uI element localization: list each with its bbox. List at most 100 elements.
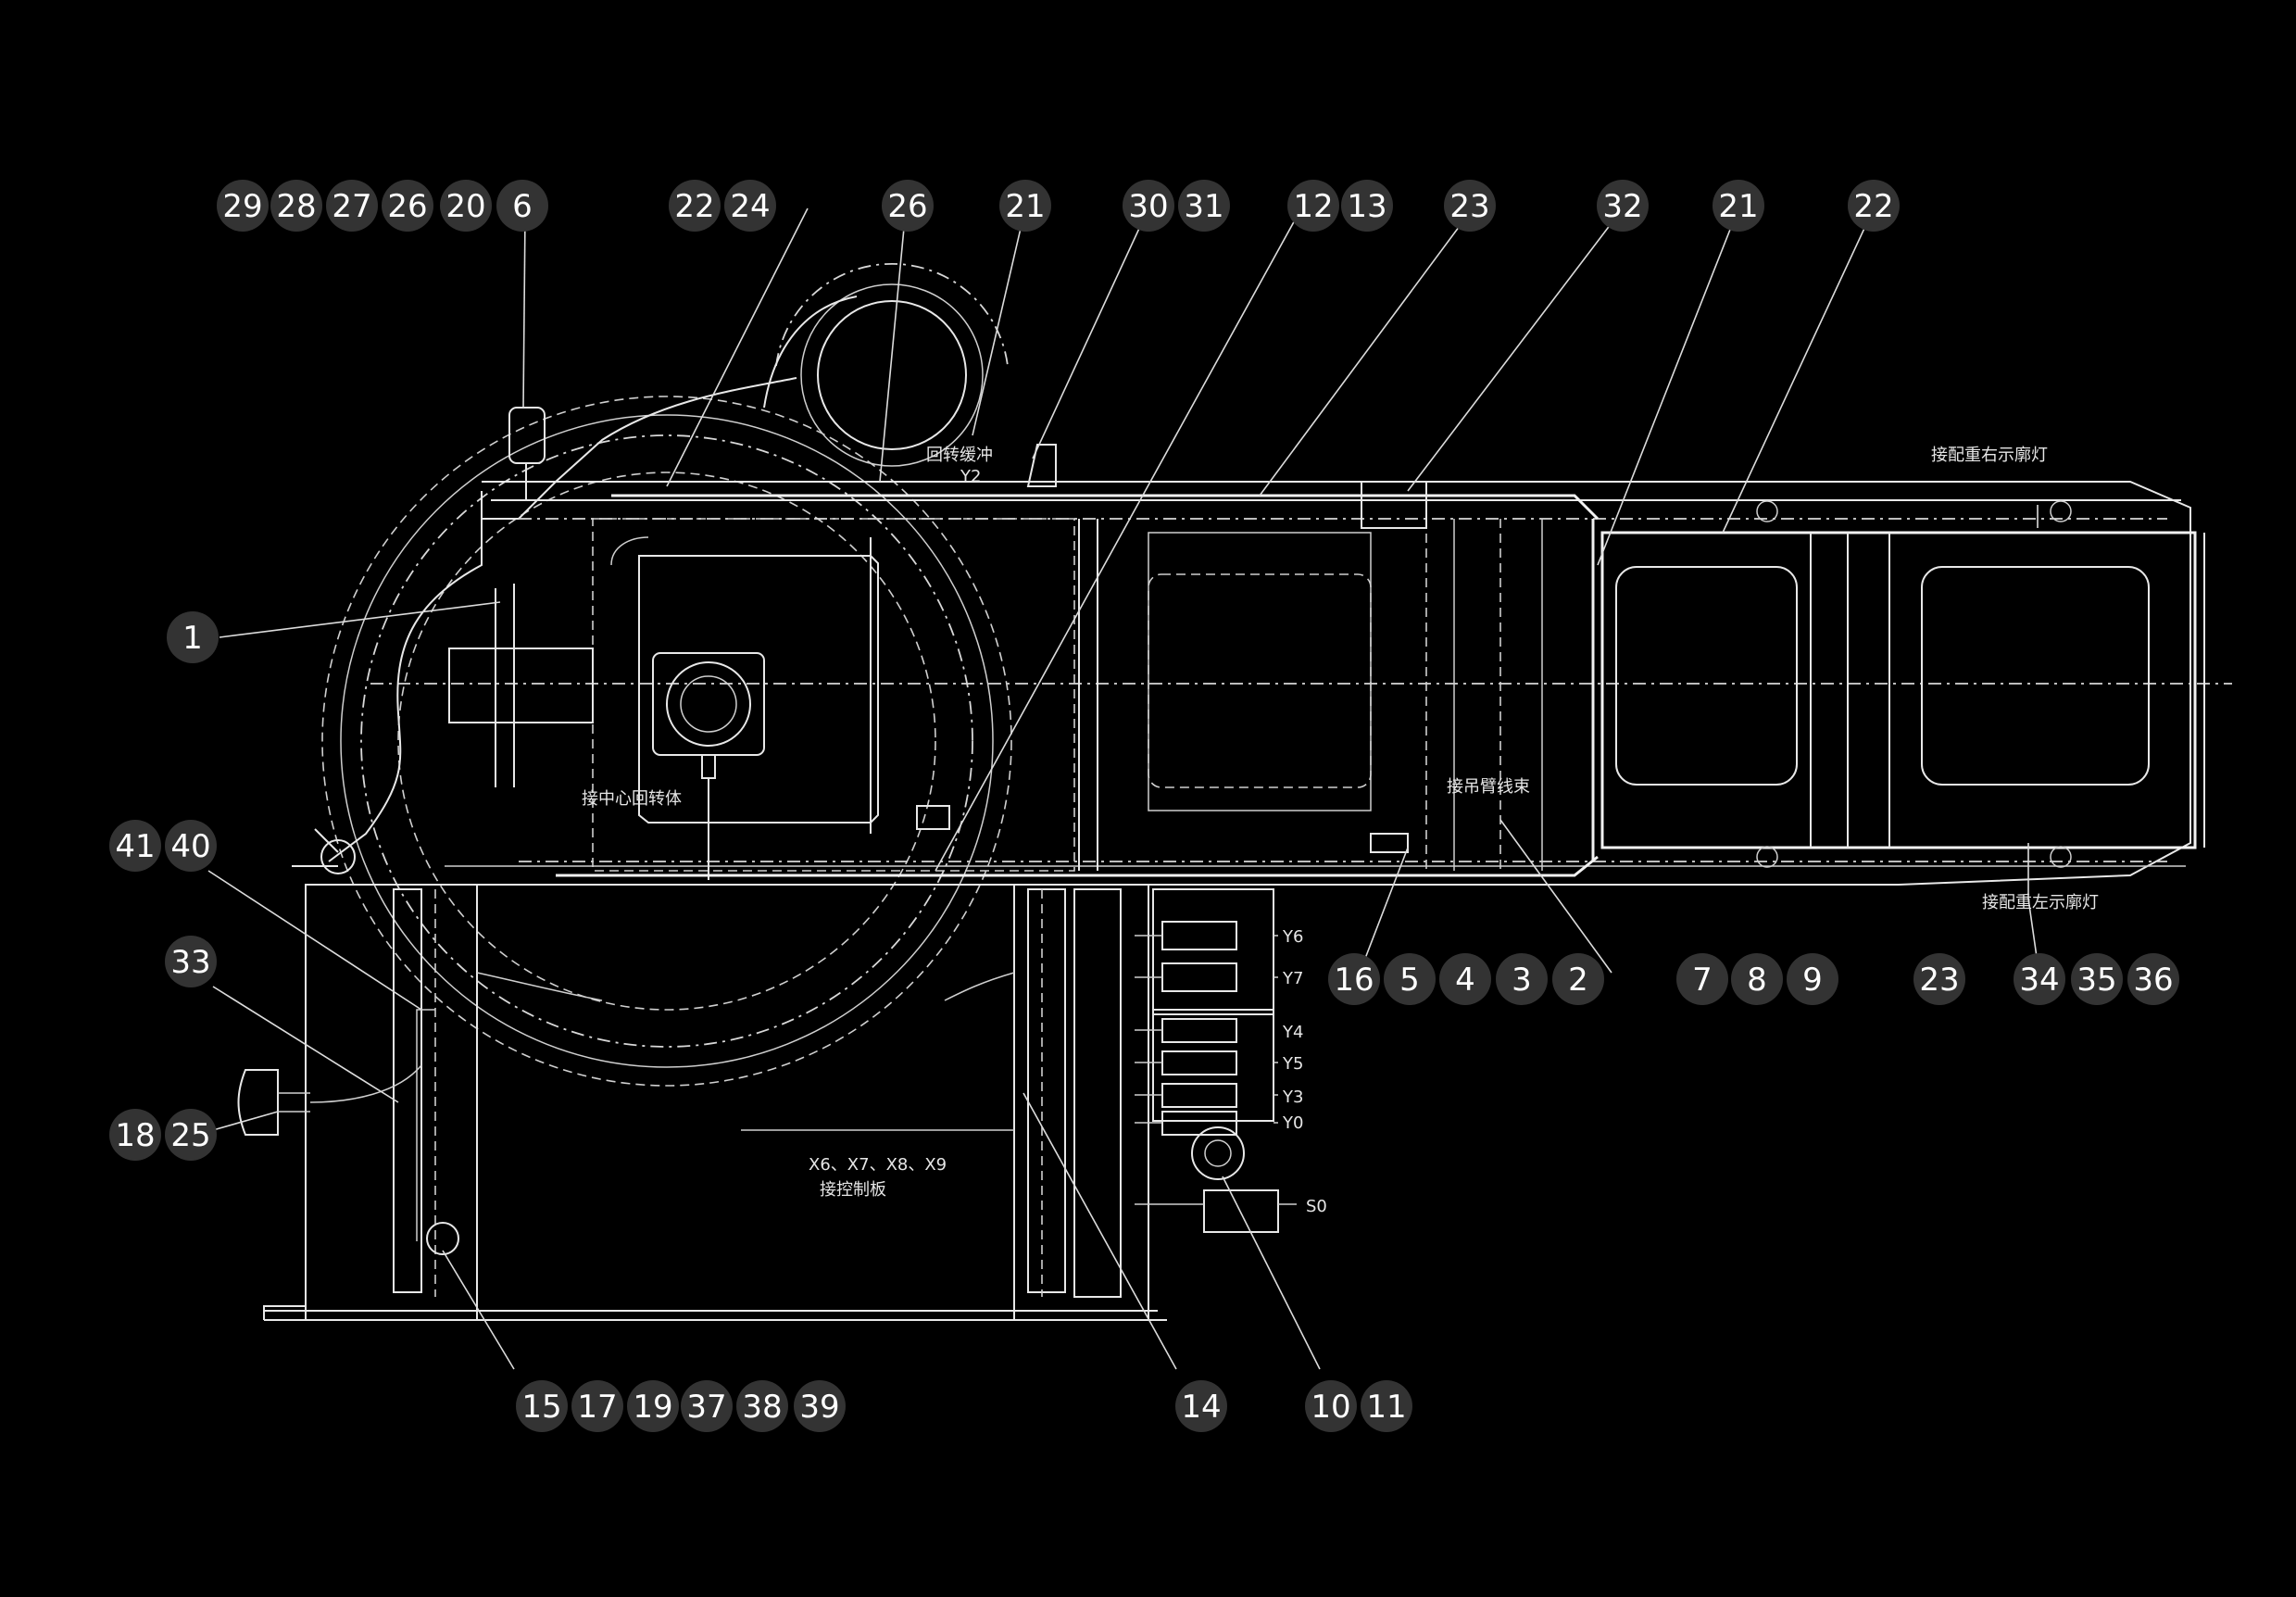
callout-40: 40 [165,820,217,872]
callout-number: 16 [1334,962,1374,999]
callout-bubble [1123,180,1174,232]
callout-35: 35 [2071,953,2123,1005]
callout-number: 32 [1602,188,1642,225]
callout-bubble [1384,953,1436,1005]
callout-number: 3 [1512,962,1532,999]
callout-bubble [165,936,217,987]
callout-bubble [382,180,433,232]
callout-2: 2 [1552,953,1604,1005]
callout-bubble [496,180,548,232]
callout-bubble [217,180,269,232]
callout-bubble [2071,953,2123,1005]
label-right-outline-light: 接配重右示廓灯 [1931,446,2048,465]
callout-number: 22 [674,188,714,225]
callout-bubble [109,1109,161,1161]
callout-32: 32 [1597,180,1649,232]
callout-bubble [999,180,1051,232]
callout-bubble [1328,953,1380,1005]
callout-26: 26 [382,180,433,232]
callout-37: 37 [681,1380,733,1432]
label-y5: Y5 [1282,1054,1303,1074]
callout-number: 37 [686,1389,726,1426]
callout-number: 21 [1005,188,1045,225]
callout-number: 29 [222,188,262,225]
callout-bubble [882,180,934,232]
callout-bubble [109,820,161,872]
callout-bubble [1913,953,1965,1005]
callout-bubble [1496,953,1548,1005]
callout-bubble [681,1380,733,1432]
callout-bubble [1439,953,1491,1005]
callout-number: 11 [1366,1389,1406,1426]
callout-21: 21 [999,180,1051,232]
callout-bubble [627,1380,679,1432]
callout-number: 6 [512,188,533,225]
callout-8: 8 [1731,953,1783,1005]
callout-number: 21 [1718,188,1758,225]
callout-number: 33 [170,944,210,981]
callout-22: 22 [669,180,721,232]
callout-number: 36 [2133,962,2173,999]
callout-number: 26 [387,188,427,225]
callout-number: 4 [1455,962,1475,999]
callout-number: 10 [1311,1389,1350,1426]
callout-number: 7 [1692,962,1713,999]
label-y2: Y2 [960,467,981,486]
callout-number: 18 [115,1117,155,1154]
callout-bubble [326,180,378,232]
callout-bubble [165,820,217,872]
callout-number: 40 [170,828,210,865]
callout-19: 19 [627,1380,679,1432]
callout-bubble [516,1380,568,1432]
label-y7: Y7 [1282,969,1303,988]
callout-bubble [1444,180,1496,232]
callout-28: 28 [270,180,322,232]
callout-bubble [167,611,219,663]
callout-12: 12 [1287,180,1339,232]
callout-bubble [736,1380,788,1432]
label-left-outline-light: 接配重左示廓灯 [1982,893,2099,912]
callout-bubble [1287,180,1339,232]
callout-number: 20 [445,188,485,225]
label-s0: S0 [1306,1197,1327,1216]
callout-9: 9 [1787,953,1838,1005]
callout-bubble [1178,180,1230,232]
callout-number: 39 [799,1389,839,1426]
callout-5: 5 [1384,953,1436,1005]
callout-number: 30 [1128,188,1168,225]
callout-7: 7 [1676,953,1728,1005]
callout-bubble [1361,1380,1412,1432]
callout-bubble [2014,953,2065,1005]
callout-36: 36 [2127,953,2179,1005]
label-y4: Y4 [1282,1023,1303,1042]
callout-13: 13 [1341,180,1393,232]
label-slew-buffer: 回转缓冲 [926,446,993,465]
callout-bubble [270,180,322,232]
callout-3: 3 [1496,953,1548,1005]
label-control-board: 接控制板 [820,1180,886,1200]
callout-bubble [1848,180,1900,232]
callout-bubble [1597,180,1649,232]
callout-number: 17 [577,1389,617,1426]
label-boom-harness: 接吊臂线束 [1447,777,1530,797]
callout-14: 14 [1175,1380,1227,1432]
callout-31: 31 [1178,180,1230,232]
callout-bubble [724,180,776,232]
callout-29: 29 [217,180,269,232]
callout-number: 25 [170,1117,210,1154]
callout-number: 23 [1449,188,1489,225]
callout-18: 18 [109,1109,161,1161]
text-labels: 回转缓冲 Y2 接配重右示廓灯 接配重左示廓灯 接中心回转体 接吊臂线束 Y6 … [582,446,2099,1216]
callout-number: 8 [1747,962,1767,999]
callout-number: 15 [521,1389,561,1426]
callout-number: 5 [1399,962,1420,999]
callout-number: 28 [276,188,316,225]
callout-number: 41 [115,828,155,865]
callout-number: 35 [2076,962,2116,999]
label-y3: Y3 [1282,1088,1303,1107]
callout-4: 4 [1439,953,1491,1005]
callout-number: 19 [633,1389,672,1426]
callout-26: 26 [882,180,934,232]
callout-15: 15 [516,1380,568,1432]
callout-23: 23 [1444,180,1496,232]
